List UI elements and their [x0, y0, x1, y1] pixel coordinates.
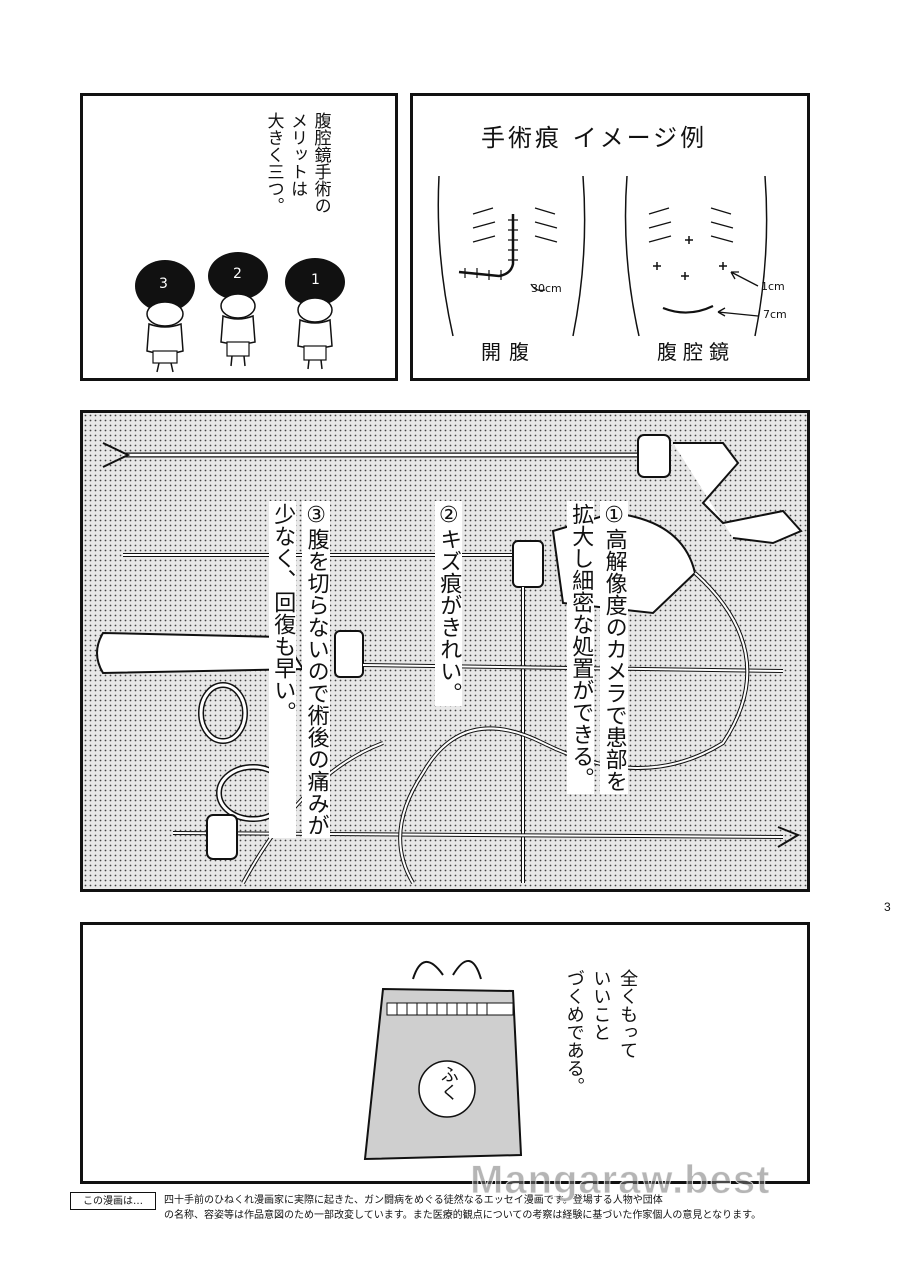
narration-line: メリットは: [287, 112, 308, 197]
point-3-text: ③腹を切らないので術後の痛みが 少なく、回復も早い。: [269, 501, 330, 838]
point-line: 拡大し細密な処置ができる。: [567, 501, 595, 794]
panel-4: ふく 全くもって いいこと づくめである。: [80, 922, 810, 1184]
label-7cm: 7cm: [763, 308, 787, 321]
diagram-title: 手術痕 イメージ例: [481, 124, 708, 152]
page-number: 3: [884, 900, 891, 914]
panel-2: 手術痕 イメージ例 30cm 1cm 7cm 開腹 腹腔鏡: [410, 93, 810, 381]
child-figure: [285, 258, 345, 370]
label-30cm: 30cm: [531, 282, 562, 295]
point-line: ③腹を切らないので術後の痛みが: [302, 501, 330, 838]
watermark: Mangaraw.best: [469, 1158, 771, 1203]
child-number-label: 2: [233, 266, 242, 282]
point-line: ①高解像度のカメラで患部を: [600, 501, 628, 794]
child-number-label: 1: [311, 272, 320, 288]
child-number-label: 3: [159, 276, 168, 292]
narration-text: 腹腔鏡手術の メリットは 大きく三つ。: [263, 112, 331, 214]
scar-diagram: [437, 175, 768, 337]
bag-label: ふく: [437, 1065, 459, 1101]
child-figure: [135, 260, 195, 373]
narration-line: いいこと: [590, 969, 612, 1041]
narration-line: づくめである。: [563, 969, 585, 1095]
footnote-line-1: 四十手前のひねくれ漫画家に実際に起きた、ガン闘病をめぐる徒然なるエッセイ漫画です…: [164, 1195, 663, 1206]
point-2-text: ②キズ痕がきれい。: [435, 501, 463, 710]
lucky-bag-illustration: [363, 960, 523, 1161]
footnote-label: この漫画は…: [70, 1192, 156, 1210]
point-line: ②キズ痕がきれい。: [435, 501, 463, 706]
narration-line: 大きく三つ。: [263, 112, 284, 214]
laparoscopy-caption: 腹腔鏡: [657, 340, 735, 364]
child-figure: [208, 252, 268, 367]
three-children-illustration: [135, 252, 345, 373]
narration-line: 腹腔鏡手術の: [310, 112, 331, 214]
point-1-text: ①高解像度のカメラで患部を 拡大し細密な処置ができる。: [567, 501, 628, 794]
narration-line: 全くもって: [617, 969, 639, 1059]
point-line: 少なく、回復も早い。: [269, 501, 297, 838]
label-1cm: 1cm: [761, 280, 785, 293]
footnote-line-2: の名称、容姿等は作品意図のため一部改変しています。また医療的観点についての考察は…: [164, 1210, 762, 1221]
panel-3: ①高解像度のカメラで患部を 拡大し細密な処置ができる。 ②キズ痕がきれい。 ③腹…: [80, 410, 810, 892]
open-surgery-caption: 開腹: [481, 340, 537, 364]
narration-text: 全くもって いいこと づくめである。: [563, 969, 639, 1095]
panel-1: 腹腔鏡手術の メリットは 大きく三つ。: [80, 93, 398, 381]
